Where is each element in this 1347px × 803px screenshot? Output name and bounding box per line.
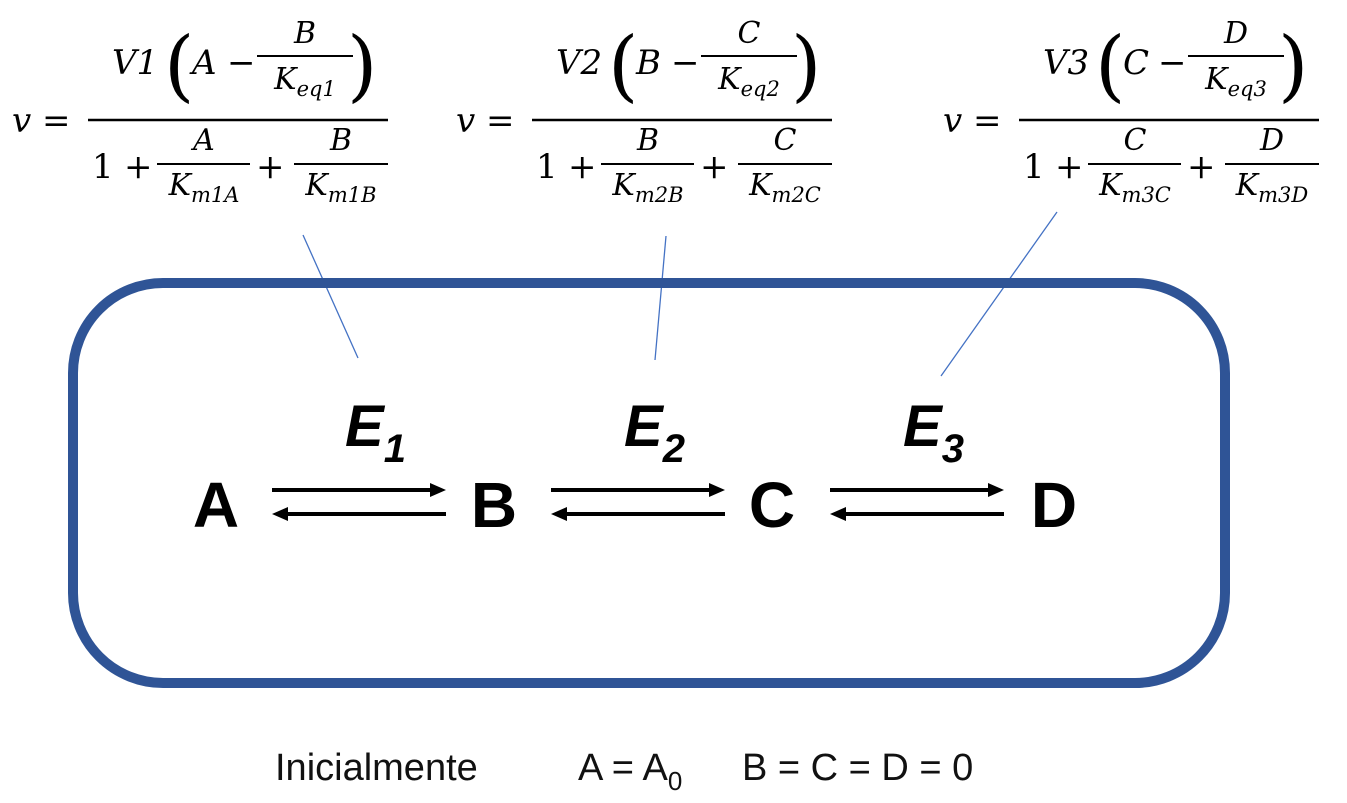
plus-sign-1: + bbox=[568, 147, 597, 187]
equation-lhs: v = bbox=[943, 101, 1002, 141]
km-term-1: Km2B bbox=[611, 168, 683, 207]
vmax-term: V3 bbox=[1043, 43, 1089, 83]
plus-sign-1: + bbox=[1055, 147, 1084, 187]
plus-sign-1: + bbox=[124, 147, 153, 187]
denominator-term-1-num: A bbox=[190, 123, 215, 158]
km-term-2: Km2C bbox=[748, 168, 821, 207]
enzyme-label-2: E2 bbox=[624, 394, 685, 471]
enzyme-2-subscript: 2 bbox=[662, 427, 685, 471]
forward-arrowhead-1 bbox=[430, 483, 446, 497]
denominator-one: 1 bbox=[92, 147, 114, 187]
km-term-2-subscript: m1B bbox=[328, 183, 377, 207]
enzyme-3-base: E bbox=[903, 394, 944, 459]
enzyme-2-base: E bbox=[624, 394, 665, 459]
keq-denominator-subscript: eq2 bbox=[741, 77, 780, 101]
close-paren: ) bbox=[347, 21, 377, 111]
initial-condition-bcd: B = C = D = 0 bbox=[742, 747, 973, 789]
numerator-species: C bbox=[1123, 43, 1149, 83]
numerator-species: B bbox=[635, 43, 661, 83]
close-paren: ) bbox=[791, 21, 821, 111]
reaction-arrows-3 bbox=[830, 483, 1004, 521]
km-term-2: Km1B bbox=[304, 168, 376, 207]
denominator-one: 1 bbox=[536, 147, 558, 187]
numerator-species: A bbox=[189, 43, 217, 83]
plus-sign-2: + bbox=[1187, 147, 1216, 187]
keq-denominator-base: K bbox=[1204, 62, 1229, 97]
reverse-arrowhead-3 bbox=[830, 507, 846, 521]
denominator-term-2-num: B bbox=[329, 123, 352, 158]
forward-arrowhead-3 bbox=[988, 483, 1004, 497]
connector-line-3 bbox=[940, 211, 1058, 377]
equation-lhs: v = bbox=[456, 101, 515, 141]
km-term-2-base: K bbox=[304, 168, 329, 203]
keq-numerator: C bbox=[738, 16, 761, 51]
enzyme-1-base: E bbox=[345, 394, 386, 459]
enzyme-3-subscript: 3 bbox=[942, 427, 964, 471]
km-term-1-base: K bbox=[1098, 168, 1123, 203]
initial-condition-a-text: A = A bbox=[578, 747, 668, 789]
km-term-1-base: K bbox=[168, 168, 193, 203]
denominator-term-2-num: C bbox=[774, 123, 797, 158]
keq-denominator-base: K bbox=[273, 62, 298, 97]
open-paren: ( bbox=[608, 21, 638, 111]
km-term-1: Km3C bbox=[1098, 168, 1171, 207]
denominator-term-2-num: D bbox=[1259, 123, 1284, 158]
minus-sign: − bbox=[227, 43, 256, 83]
denominator-term-1-num: C bbox=[1124, 123, 1147, 158]
keq-denominator-subscript: eq3 bbox=[1228, 77, 1267, 101]
km-term-2: Km3D bbox=[1235, 168, 1309, 207]
species-a: A bbox=[193, 469, 239, 541]
km-term-2-base: K bbox=[1235, 168, 1260, 203]
minus-sign: − bbox=[671, 43, 700, 83]
forward-arrowhead-2 bbox=[709, 483, 725, 497]
open-paren: ( bbox=[164, 21, 194, 111]
km-term-2-subscript: m3D bbox=[1258, 183, 1308, 207]
denominator-one: 1 bbox=[1023, 147, 1045, 187]
reverse-arrowhead-2 bbox=[551, 507, 567, 521]
open-paren: ( bbox=[1095, 21, 1125, 111]
initial-condition-a: A = A0 bbox=[578, 747, 682, 796]
connector-line-2 bbox=[654, 235, 667, 361]
species-d: D bbox=[1031, 469, 1077, 541]
reaction-arrows-1 bbox=[272, 483, 446, 521]
km-term-1-subscript: m1A bbox=[191, 183, 239, 207]
keq-denominator-base: K bbox=[717, 62, 742, 97]
keq-denominator: Keq2 bbox=[717, 62, 780, 101]
vmax-term: V1 bbox=[112, 43, 158, 83]
keq-denominator: Keq1 bbox=[273, 62, 336, 101]
plus-sign-2: + bbox=[700, 147, 729, 187]
km-term-1-subscript: m3C bbox=[1122, 183, 1171, 207]
keq-numerator: D bbox=[1223, 16, 1248, 51]
initial-condition-a-subscript: 0 bbox=[668, 766, 682, 796]
species-b: B bbox=[471, 469, 517, 541]
enzyme-label-1: E1 bbox=[345, 394, 406, 471]
reaction-arrows-2 bbox=[551, 483, 725, 521]
connector-line-1 bbox=[302, 234, 359, 359]
reverse-arrowhead-1 bbox=[272, 507, 288, 521]
km-term-1-base: K bbox=[611, 168, 636, 203]
enzyme-label-3: E3 bbox=[903, 394, 964, 471]
initial-conditions-label: Inicialmente bbox=[275, 747, 478, 789]
equation-lhs: v = bbox=[12, 101, 71, 141]
minus-sign: − bbox=[1158, 43, 1187, 83]
species-c: C bbox=[749, 469, 795, 541]
enzyme-1-subscript: 1 bbox=[384, 427, 406, 471]
km-term-1-subscript: m2B bbox=[635, 183, 684, 207]
vmax-term: V2 bbox=[556, 43, 602, 83]
denominator-term-1-num: B bbox=[636, 123, 659, 158]
km-term-1: Km1A bbox=[168, 168, 240, 207]
km-term-2-subscript: m2C bbox=[772, 183, 821, 207]
km-term-2-base: K bbox=[748, 168, 773, 203]
keq-numerator: B bbox=[293, 16, 316, 51]
keq-denominator: Keq3 bbox=[1204, 62, 1267, 101]
plus-sign-2: + bbox=[256, 147, 285, 187]
compartment-box bbox=[68, 278, 1230, 688]
keq-denominator-subscript: eq1 bbox=[297, 77, 336, 101]
close-paren: ) bbox=[1278, 21, 1308, 111]
